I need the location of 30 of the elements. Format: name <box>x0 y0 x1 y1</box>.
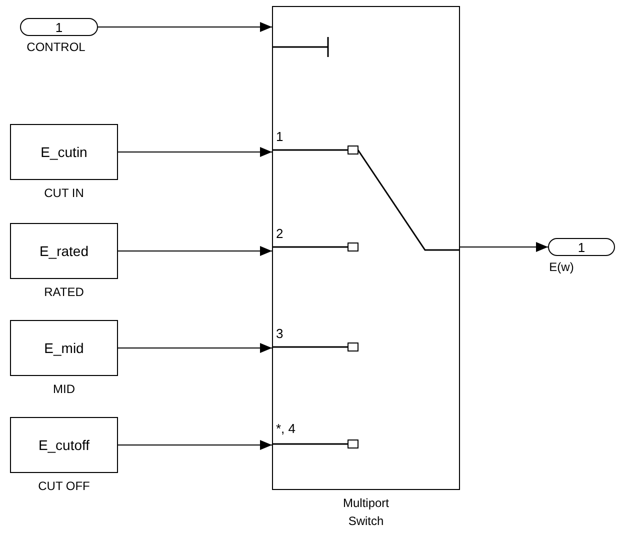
block-label: E_rated <box>39 243 89 259</box>
port-label: 2 <box>276 226 284 241</box>
block-label: E_cutoff <box>38 437 90 453</box>
block-caption: CUT IN <box>44 186 84 200</box>
multiport-switch-block <box>272 6 460 490</box>
signal-arrow <box>118 147 272 157</box>
block-caption: CONTROL <box>26 40 86 54</box>
constant-block <box>10 417 118 473</box>
signal-arrow <box>118 343 272 353</box>
block-label: E_mid <box>44 340 84 356</box>
block-label: E_cutin <box>40 144 88 160</box>
constant-block <box>10 320 118 376</box>
block-caption: Multiport Switch <box>342 495 390 530</box>
port-label: *, 4 <box>276 421 296 436</box>
constant-block <box>10 124 118 180</box>
block-caption: CUT OFF <box>38 479 90 493</box>
signal-arrow <box>460 242 548 252</box>
block-caption: E(w) <box>549 260 574 274</box>
constant-block <box>10 223 118 279</box>
block-caption: MID <box>53 382 75 396</box>
port-number: 1 <box>55 20 63 34</box>
signal-arrow <box>98 22 272 32</box>
signal-arrow <box>118 440 272 450</box>
port-label: 1 <box>276 129 284 144</box>
signal-arrow <box>118 246 272 256</box>
outport-block <box>548 238 615 256</box>
port-label: 3 <box>276 326 284 341</box>
port-number: 1 <box>578 240 586 254</box>
inport-block <box>20 18 98 36</box>
block-caption: RATED <box>44 285 84 299</box>
